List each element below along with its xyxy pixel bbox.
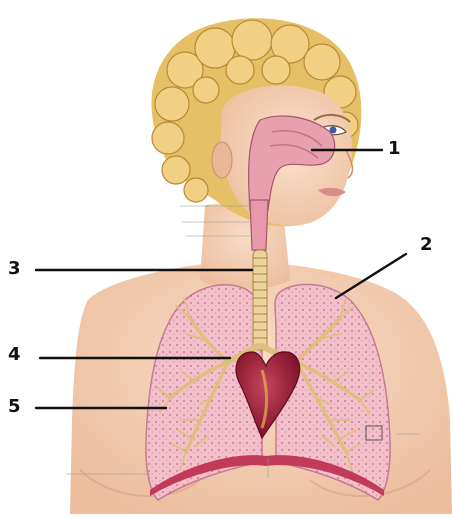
trachea — [253, 250, 267, 350]
pharynx — [250, 200, 268, 250]
label-4: 4 — [8, 346, 21, 364]
label-3: 3 — [8, 260, 21, 278]
label-5: 5 — [8, 398, 21, 416]
label-2: 2 — [420, 236, 433, 254]
label-1: 1 — [388, 140, 401, 158]
ear — [212, 142, 232, 178]
